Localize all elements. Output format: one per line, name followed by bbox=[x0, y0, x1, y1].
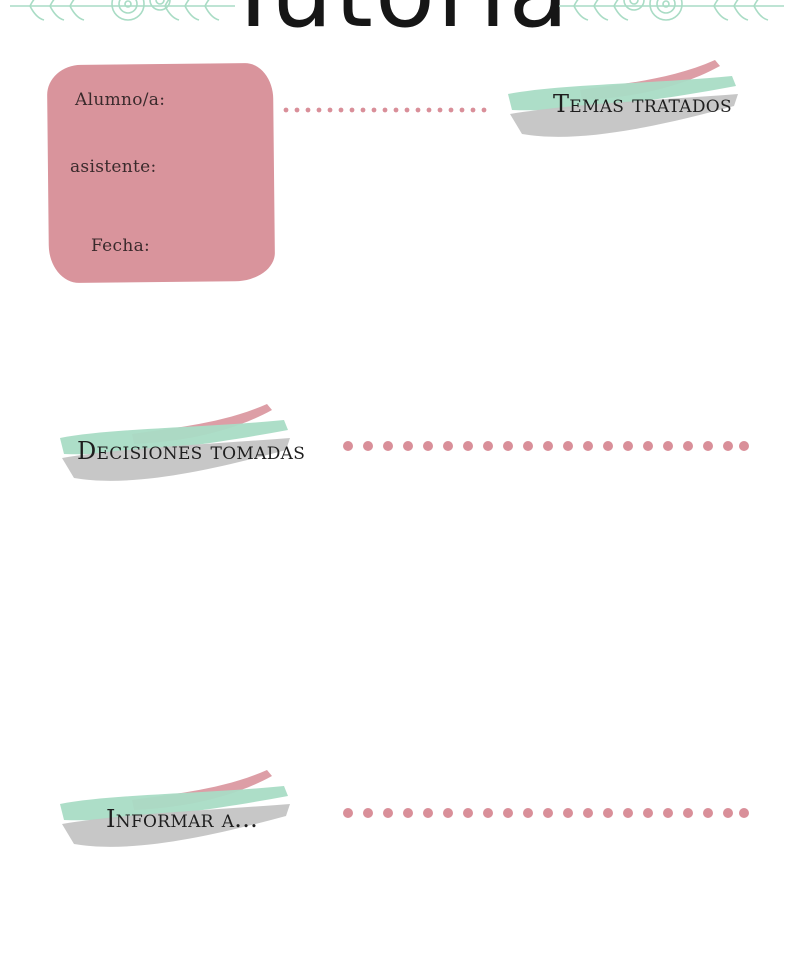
fecha-label: Fecha: bbox=[91, 236, 151, 256]
brush-stroke-icon bbox=[60, 770, 290, 847]
decisiones-tomadas-heading: Decisiones tomadas bbox=[77, 437, 306, 465]
page-title: Tutoría bbox=[0, 0, 794, 48]
dotted-connector bbox=[283, 107, 487, 113]
alumno-label: Alumno/a: bbox=[75, 90, 166, 110]
informar-a-heading: Informar a... bbox=[106, 805, 259, 833]
brush-stroke-icon bbox=[508, 60, 738, 137]
dotted-line bbox=[343, 808, 749, 818]
floral-decoration-left-icon bbox=[10, 0, 235, 21]
brush-stroke-icon bbox=[60, 404, 290, 481]
temas-tratados-heading: Temas tratados bbox=[553, 90, 732, 118]
asistente-label: asistente: bbox=[70, 157, 157, 177]
floral-decoration-right-icon bbox=[559, 0, 784, 21]
dotted-line bbox=[343, 441, 749, 451]
